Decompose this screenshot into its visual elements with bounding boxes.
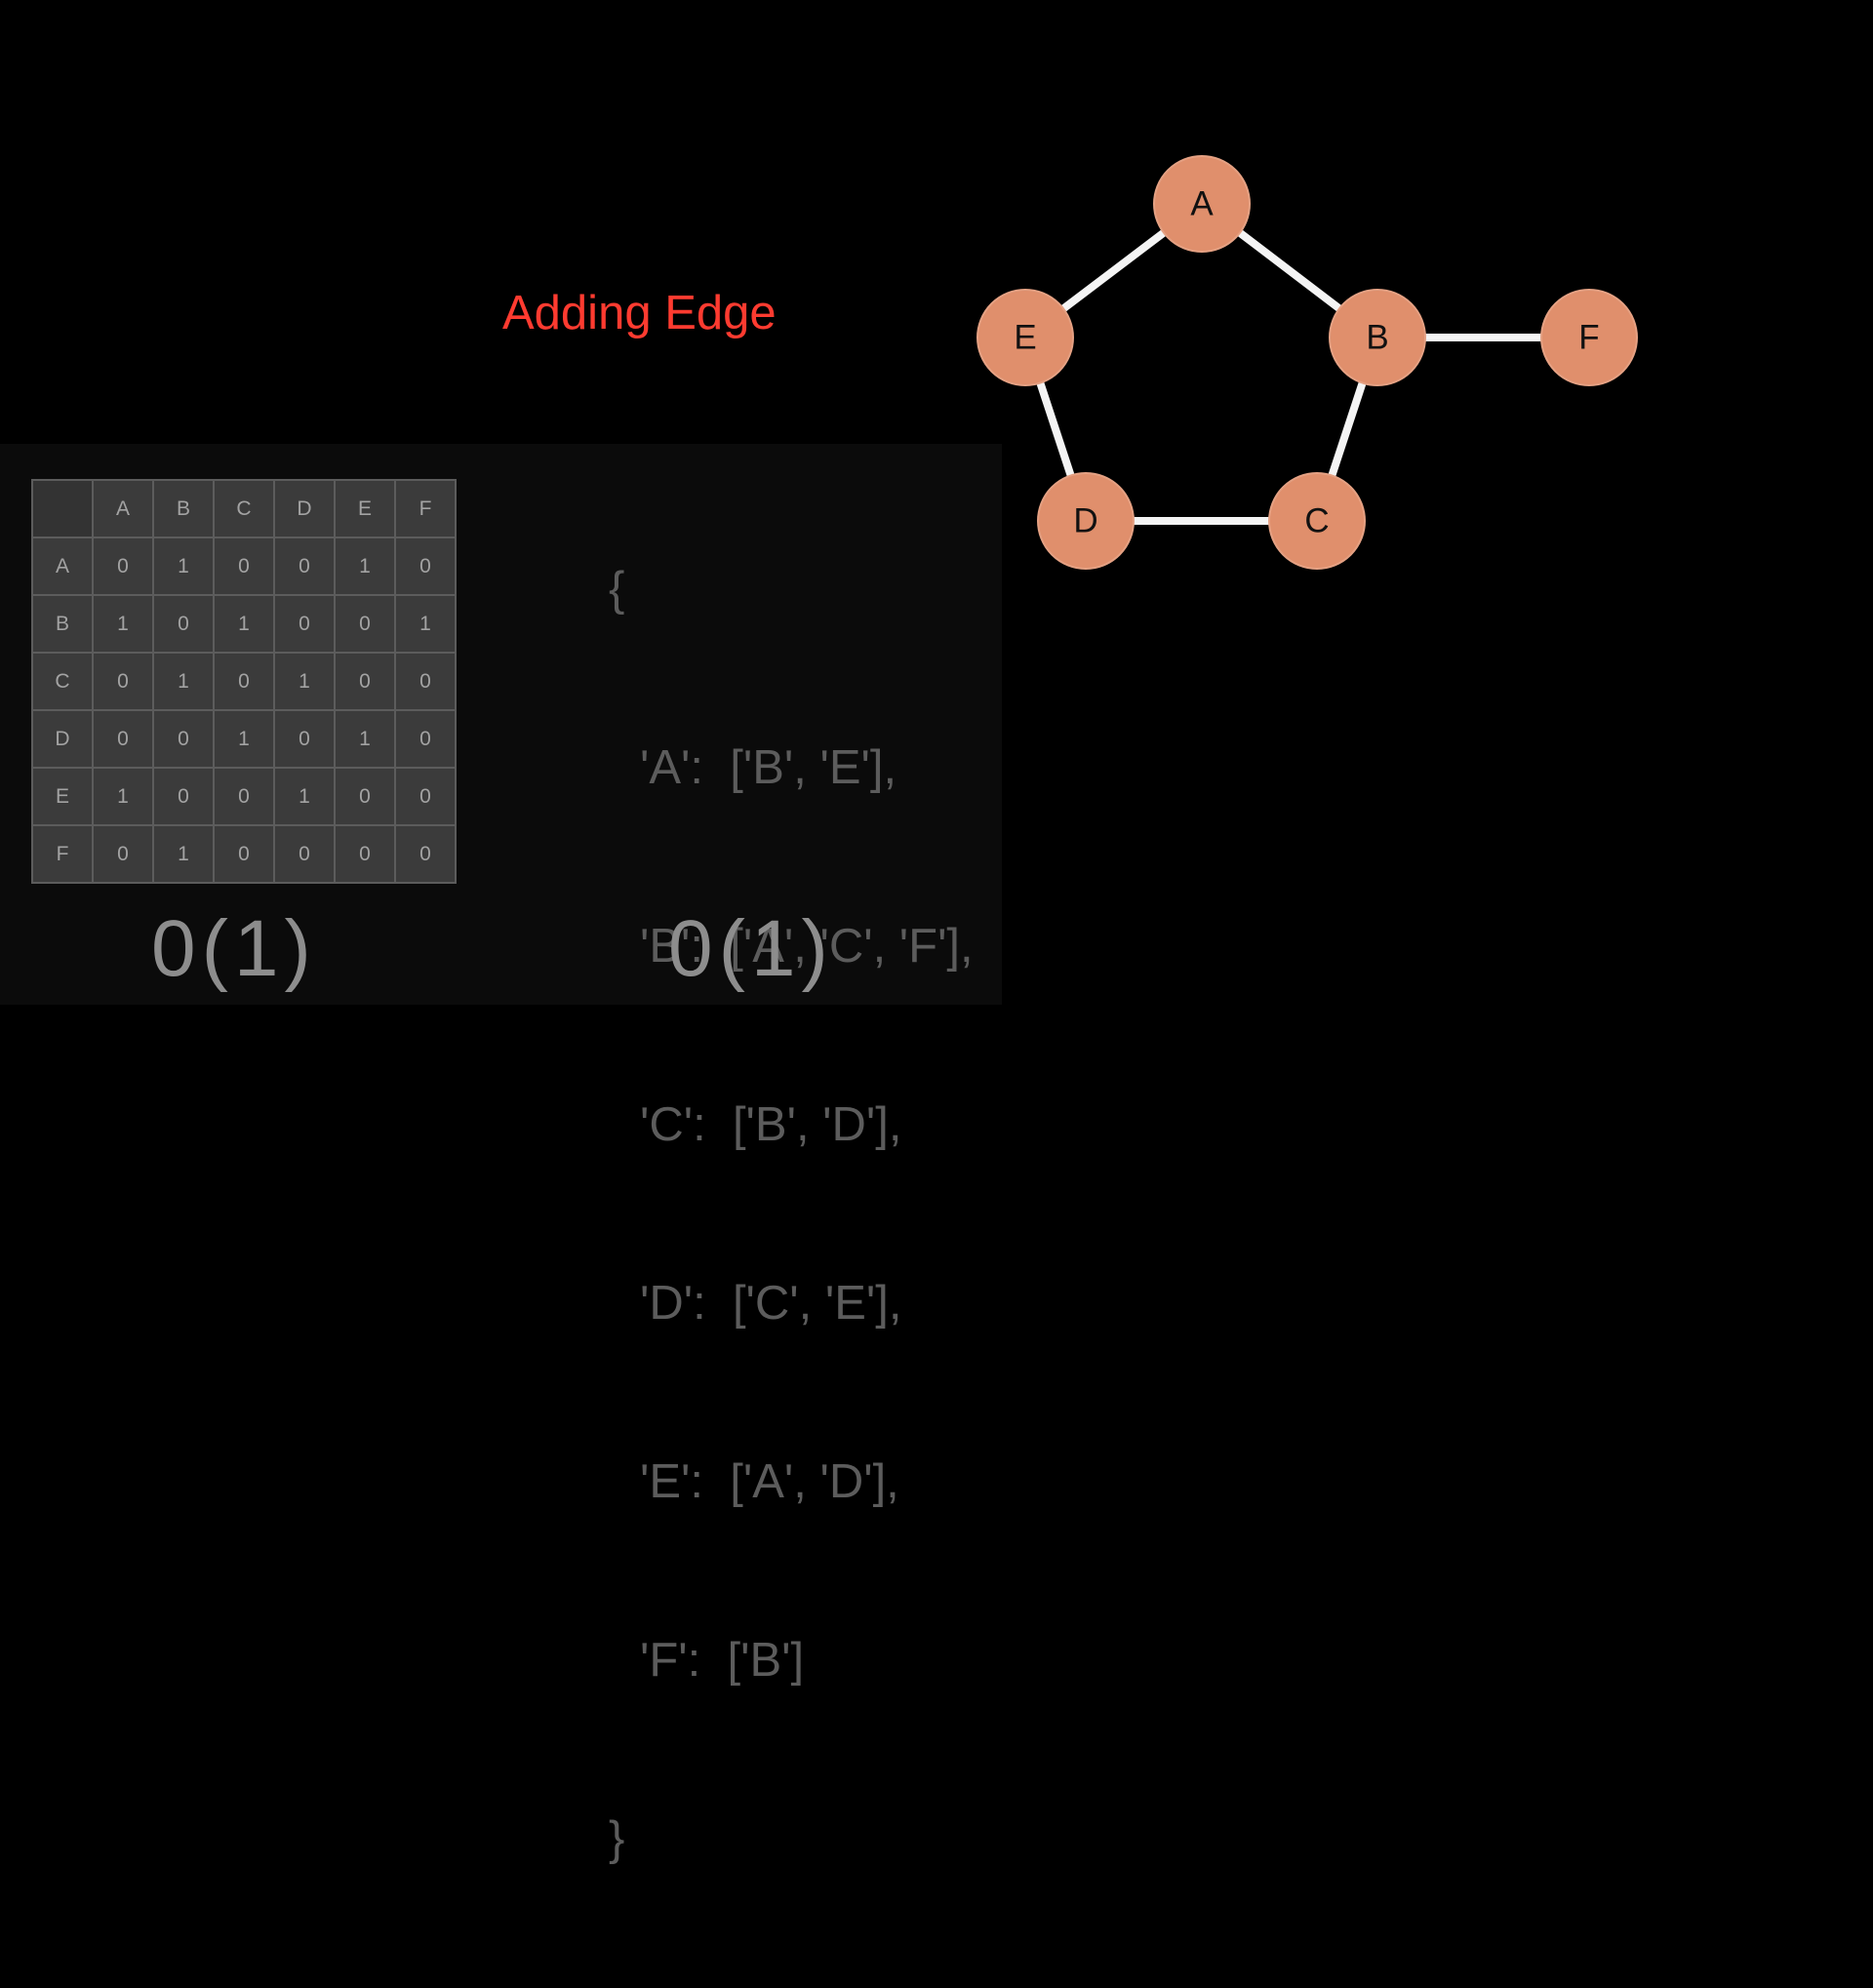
code-entry: 'D': ['C', 'E'], bbox=[640, 1277, 902, 1330]
code-entry: 'A': ['B', 'E'], bbox=[640, 741, 897, 794]
matrix-cell: 0 bbox=[273, 594, 336, 654]
node-label: E bbox=[1014, 319, 1036, 357]
matrix-header-cell: B bbox=[152, 479, 215, 538]
matrix-row: E 1 0 0 1 0 0 bbox=[31, 767, 457, 826]
matrix-cell: 0 bbox=[152, 767, 215, 826]
matrix-row-label: E bbox=[31, 767, 94, 826]
matrix-cell: 0 bbox=[334, 652, 396, 711]
node-label: D bbox=[1073, 502, 1097, 540]
matrix-row-label: A bbox=[31, 537, 94, 596]
matrix-row-label: F bbox=[31, 824, 94, 884]
node-b: B bbox=[1329, 289, 1426, 386]
node-label: F bbox=[1578, 319, 1599, 357]
matrix-cell: 0 bbox=[213, 767, 275, 826]
matrix-header-cell: A bbox=[92, 479, 154, 538]
adjacency-matrix: A B C D E F A 0 1 0 0 1 0 B 1 0 1 0 0 1 … bbox=[31, 479, 457, 884]
node-circle bbox=[1268, 472, 1366, 570]
matrix-cell: 0 bbox=[273, 824, 336, 884]
code-close-brace: } bbox=[609, 1812, 625, 1865]
node-circle bbox=[1153, 155, 1251, 253]
slide-title: Adding Edge bbox=[502, 287, 777, 339]
matrix-row-label: D bbox=[31, 709, 94, 769]
matrix-cell: 0 bbox=[152, 709, 215, 769]
matrix-cell: 0 bbox=[334, 824, 396, 884]
node-circle bbox=[1540, 289, 1638, 386]
matrix-cell: 1 bbox=[273, 652, 336, 711]
graph-diagram: A B C D E F bbox=[976, 155, 1638, 570]
graph-nodes: A B C D E F bbox=[976, 155, 1638, 570]
matrix-cell: 0 bbox=[213, 652, 275, 711]
matrix-row: F 0 1 0 0 0 0 bbox=[31, 824, 457, 884]
node-c: C bbox=[1268, 472, 1366, 570]
matrix-cell: 1 bbox=[152, 537, 215, 596]
node-d: D bbox=[1037, 472, 1135, 570]
matrix-cell: 1 bbox=[92, 767, 154, 826]
node-f: F bbox=[1540, 289, 1638, 386]
matrix-cell: 1 bbox=[213, 709, 275, 769]
code-entry: 'F': ['B'] bbox=[640, 1634, 805, 1687]
matrix-row: D 0 0 1 0 1 0 bbox=[31, 709, 457, 769]
matrix-row: C 0 1 0 1 0 0 bbox=[31, 652, 457, 711]
matrix-cell: 0 bbox=[394, 767, 457, 826]
node-circle bbox=[976, 289, 1074, 386]
matrix-cell: 0 bbox=[394, 652, 457, 711]
matrix-cell: 1 bbox=[152, 652, 215, 711]
matrix-cell: 0 bbox=[394, 709, 457, 769]
matrix-header-cell: E bbox=[334, 479, 396, 538]
matrix-row-label: B bbox=[31, 594, 94, 654]
node-circle bbox=[1329, 289, 1426, 386]
matrix-cell: 0 bbox=[213, 824, 275, 884]
matrix-cell: 1 bbox=[394, 594, 457, 654]
matrix-header-cell: D bbox=[273, 479, 336, 538]
node-a: A bbox=[1153, 155, 1251, 253]
matrix-cell: 0 bbox=[213, 537, 275, 596]
node-circle bbox=[1037, 472, 1135, 570]
matrix-cell: 0 bbox=[92, 709, 154, 769]
matrix-header-cell: C bbox=[213, 479, 275, 538]
matrix-cell: 0 bbox=[92, 537, 154, 596]
matrix-cell: 0 bbox=[92, 824, 154, 884]
code-entry: 'C': ['B', 'D'], bbox=[640, 1098, 902, 1151]
matrix-cell: 1 bbox=[92, 594, 154, 654]
matrix-cell: 1 bbox=[334, 709, 396, 769]
matrix-cell: 0 bbox=[92, 652, 154, 711]
matrix-cell: 0 bbox=[394, 537, 457, 596]
matrix-header-cell bbox=[31, 479, 94, 538]
matrix-cell: 0 bbox=[334, 594, 396, 654]
video-frame: Adding Edge A B C D E F A 0 1 0 0 1 0 B … bbox=[0, 155, 1638, 1865]
matrix-row: A 0 1 0 0 1 0 bbox=[31, 537, 457, 596]
matrix-cell: 0 bbox=[273, 537, 336, 596]
matrix-cell: 0 bbox=[152, 594, 215, 654]
matrix-cell: 0 bbox=[273, 709, 336, 769]
matrix-cell: 1 bbox=[213, 594, 275, 654]
code-entry: 'E': ['A', 'D'], bbox=[640, 1455, 899, 1508]
node-label: C bbox=[1304, 502, 1329, 540]
matrix-cell: 0 bbox=[334, 767, 396, 826]
node-label: A bbox=[1190, 185, 1214, 223]
matrix-cell: 1 bbox=[273, 767, 336, 826]
matrix-cell: 1 bbox=[334, 537, 396, 596]
code-entry: 'B': ['A', 'C', 'F'], bbox=[640, 920, 974, 973]
matrix-header-cell: F bbox=[394, 479, 457, 538]
code-open-brace: { bbox=[609, 563, 625, 616]
matrix-header-row: A B C D E F bbox=[31, 479, 457, 538]
matrix-cell: 0 bbox=[394, 824, 457, 884]
node-e: E bbox=[976, 289, 1074, 386]
matrix-cell: 1 bbox=[152, 824, 215, 884]
list-complexity-label: 0(1) bbox=[668, 904, 834, 993]
matrix-row: B 1 0 1 0 0 1 bbox=[31, 594, 457, 654]
matrix-complexity-label: 0(1) bbox=[151, 904, 317, 993]
node-label: B bbox=[1366, 319, 1388, 357]
matrix-row-label: C bbox=[31, 652, 94, 711]
